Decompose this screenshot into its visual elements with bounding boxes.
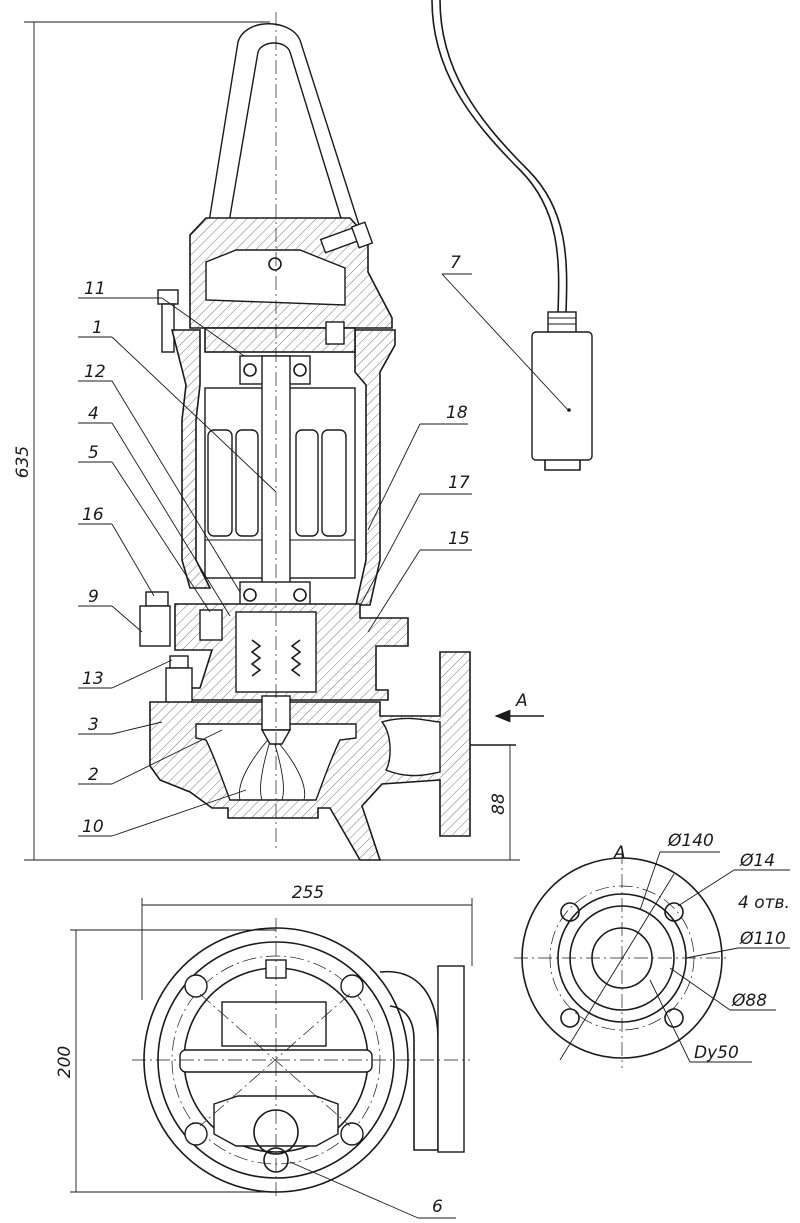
callout-5: 5 xyxy=(88,443,99,463)
callout-10: 10 xyxy=(82,817,104,837)
dim-d14: Ø14 xyxy=(739,851,775,871)
float-switch xyxy=(531,311,593,471)
lifting-handle xyxy=(207,23,361,229)
flange-bolt-holes xyxy=(560,902,684,1028)
dim-width-total: 255 xyxy=(292,883,324,903)
dim-dy50: Dy50 xyxy=(694,1043,739,1063)
callout-3: 3 xyxy=(88,715,99,735)
leader-lines xyxy=(78,273,790,1219)
callout-labels: 11 1 12 4 5 16 9 13 3 2 10 7 18 17 15 6 xyxy=(82,253,470,1217)
callout-13: 13 xyxy=(82,669,104,689)
pump-top-view xyxy=(132,918,470,1200)
dimension-lines xyxy=(24,21,520,1193)
view-letter-a: A xyxy=(613,843,626,863)
discharge-flange xyxy=(437,965,465,1153)
callout-6: 6 xyxy=(432,1197,443,1217)
cover-bolts xyxy=(184,974,364,1146)
callout-15: 15 xyxy=(448,529,470,549)
dim-d140: Ø140 xyxy=(667,831,714,851)
dim-depth-total: 200 xyxy=(55,1046,75,1078)
callout-11: 11 xyxy=(84,279,106,299)
seal-spring xyxy=(250,639,302,677)
arrow-letter-a: A xyxy=(515,691,528,711)
callout-9: 9 xyxy=(88,587,99,607)
dimension-labels: 635 88 255 200 xyxy=(13,446,509,1078)
callout-7: 7 xyxy=(450,253,461,273)
handle-bolt xyxy=(319,221,374,254)
dim-outlet-height: 88 xyxy=(489,793,509,815)
dim-holes-count: 4 отв. xyxy=(738,893,790,913)
callout-4: 4 xyxy=(88,404,99,424)
callout-12: 12 xyxy=(84,362,106,382)
callout-16: 16 xyxy=(82,505,104,525)
dim-d110: Ø110 xyxy=(739,929,786,949)
dim-height-total: 635 xyxy=(13,446,33,478)
outlet-passage xyxy=(380,717,441,777)
motor-housing-right-wall xyxy=(354,329,396,606)
callout-18: 18 xyxy=(446,403,468,423)
motor-housing-left-wall xyxy=(170,329,212,589)
callout-17: 17 xyxy=(448,473,470,493)
callout-2: 2 xyxy=(88,765,99,785)
power-cable xyxy=(431,0,568,313)
dim-d88: Ø88 xyxy=(731,991,767,1011)
view-a-flange xyxy=(514,850,730,1068)
pump-section-view xyxy=(139,12,544,861)
callout-1: 1 xyxy=(92,318,103,338)
view-a-labels: A A Ø140 Ø14 4 отв. Ø110 Ø88 Dy50 xyxy=(515,691,790,1063)
discharge-elbow xyxy=(379,970,439,1151)
